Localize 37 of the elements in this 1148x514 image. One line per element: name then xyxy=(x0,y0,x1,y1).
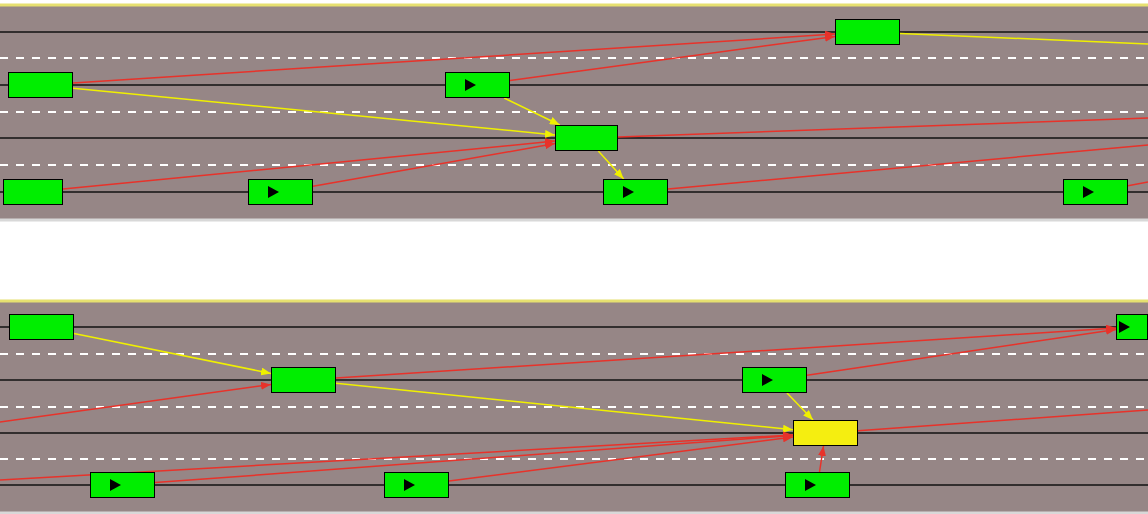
arrow xyxy=(72,87,556,138)
arrow xyxy=(72,30,836,84)
connector-line xyxy=(617,117,1148,138)
arrow xyxy=(503,97,561,126)
arrow xyxy=(448,434,794,482)
vehicle-box xyxy=(90,472,155,498)
vehicle-box xyxy=(1063,179,1128,205)
arrow xyxy=(73,332,272,376)
vehicle-box xyxy=(248,179,313,205)
arrow xyxy=(806,326,1117,376)
vehicle-box xyxy=(3,179,63,205)
arrow xyxy=(818,445,826,473)
vehicle-box xyxy=(1116,314,1148,340)
arrow xyxy=(335,382,794,433)
arrow xyxy=(786,392,814,421)
arrow xyxy=(509,33,836,82)
vehicle-box xyxy=(793,420,858,446)
arrow xyxy=(0,431,794,481)
vehicle-box xyxy=(8,72,73,98)
connector-line xyxy=(857,409,1148,432)
vehicle-box xyxy=(445,72,510,98)
vehicle-box xyxy=(384,472,449,498)
vehicle-box xyxy=(603,179,668,205)
connector-line xyxy=(667,144,1148,190)
connector-line xyxy=(1127,181,1148,187)
arrow xyxy=(62,138,556,190)
vehicle-box xyxy=(785,472,850,498)
vehicle-box xyxy=(9,314,74,340)
arrow xyxy=(597,150,625,180)
arrow xyxy=(335,324,1117,379)
connector-line xyxy=(899,32,1148,45)
vehicle-box xyxy=(271,367,336,393)
vehicle-box xyxy=(555,125,618,151)
arrow xyxy=(0,381,272,423)
arrow xyxy=(312,141,556,188)
vehicle-box xyxy=(742,367,807,393)
vehicle-box xyxy=(835,19,900,45)
